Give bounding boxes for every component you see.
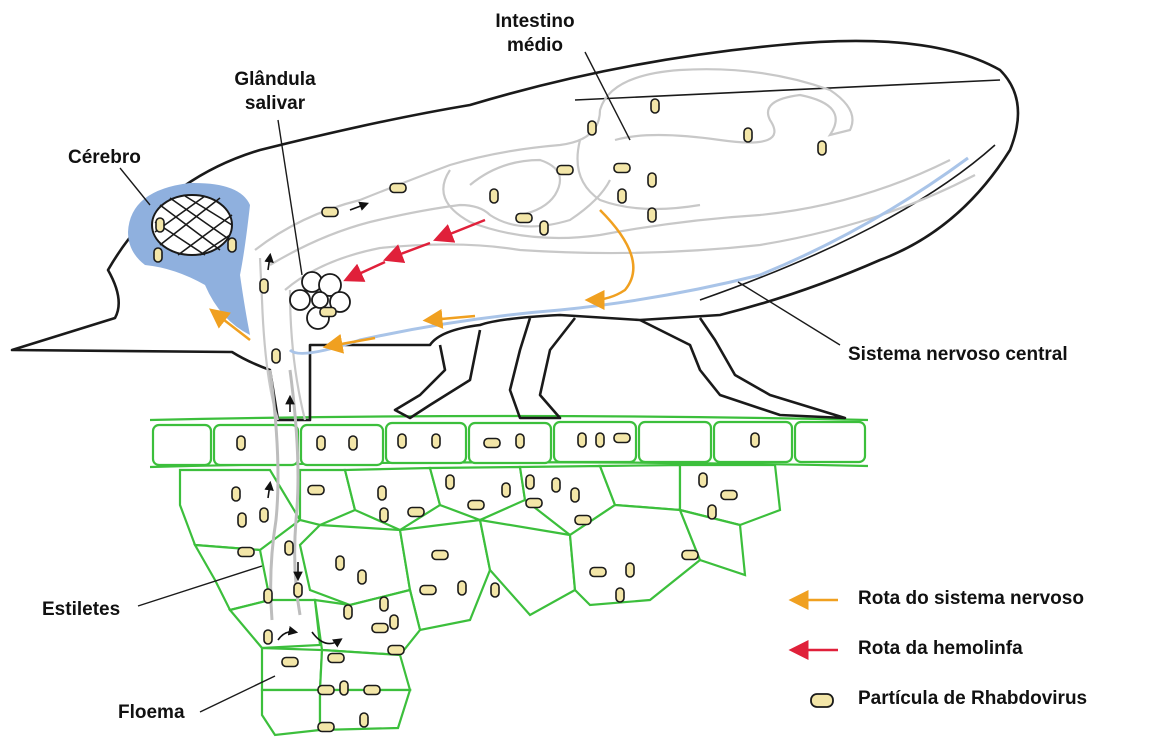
rhabdovirus-particle — [721, 491, 737, 500]
leg-hind — [640, 318, 845, 418]
rhabdovirus-particle — [285, 541, 293, 555]
rhabdovirus-particle — [390, 184, 406, 193]
rhabdovirus-particle — [308, 486, 324, 495]
rhabdovirus-particle — [390, 615, 398, 629]
rhabdovirus-particle — [328, 654, 344, 663]
rhabdovirus-particle — [616, 588, 624, 602]
rhabdovirus-particle — [491, 583, 499, 597]
rhabdovirus-particle — [320, 308, 336, 317]
rhabdovirus-particle — [626, 563, 634, 577]
rhabdovirus-particle — [751, 433, 759, 447]
rhabdovirus-particle — [408, 508, 424, 517]
rhabdovirus-particle — [571, 488, 579, 502]
label-glandula-salivar: Glândula salivar — [215, 68, 335, 116]
legend-particle-icon — [811, 694, 833, 707]
rhabdovirus-particle — [682, 551, 698, 560]
rhabdovirus-particle — [340, 681, 348, 695]
rhabdovirus-particle — [388, 646, 404, 655]
rhabdovirus-particle — [232, 487, 240, 501]
label-intestino-medio: Intestino médio — [480, 10, 590, 58]
rhabdovirus-particle — [708, 505, 716, 519]
rhabdovirus-particle — [557, 166, 573, 175]
rhabdovirus-particle — [282, 658, 298, 667]
rhabdovirus-particle — [432, 551, 448, 560]
label-intestino-line2: médio — [480, 34, 590, 58]
plant-tissue — [150, 416, 868, 735]
label-cerebro: Cérebro — [68, 146, 141, 170]
rhabdovirus-particle — [648, 173, 656, 187]
rhabdovirus-particle — [264, 630, 272, 644]
rhabdovirus-particle — [614, 434, 630, 443]
rhabdovirus-particle — [540, 221, 548, 235]
rhabdovirus-particle — [372, 624, 388, 633]
rhabdovirus-particle — [237, 436, 245, 450]
rhabdovirus-particle — [238, 548, 254, 557]
rhabdovirus-particle — [228, 238, 236, 252]
rhabdovirus-particle — [648, 208, 656, 222]
rhabdovirus-particle — [458, 581, 466, 595]
rhabdovirus-particle — [344, 605, 352, 619]
label-floema: Floema — [118, 701, 185, 725]
rhabdovirus-particle — [526, 499, 542, 508]
rhabdovirus-particle — [484, 439, 500, 448]
legend-symbols — [796, 600, 838, 707]
rhabdovirus-particle — [318, 723, 334, 732]
rhabdovirus-particle — [317, 436, 325, 450]
rhabdovirus-particle — [590, 568, 606, 577]
rhabdovirus-particle — [516, 214, 532, 223]
rhabdovirus-particle — [318, 686, 334, 695]
rhabdovirus-particle — [154, 248, 162, 262]
rhabdovirus-particle — [596, 433, 604, 447]
label-estiletes: Estiletes — [42, 598, 120, 622]
rhabdovirus-particle — [364, 686, 380, 695]
rhabdovirus-particle — [818, 141, 826, 155]
rhabdovirus-particle — [264, 589, 272, 603]
label-intestino-line1: Intestino — [480, 10, 590, 34]
rhabdovirus-particle — [490, 189, 498, 203]
rhabdovirus-particle — [420, 586, 436, 595]
wing-line-2 — [700, 145, 995, 300]
rhabdovirus-particle — [614, 164, 630, 173]
rhabdovirus-particle — [349, 436, 357, 450]
rhabdovirus-particle — [378, 486, 386, 500]
rhabdovirus-particle — [468, 501, 484, 510]
rhabdovirus-particle — [238, 513, 246, 527]
brain — [128, 183, 250, 335]
rhabdovirus-particle — [380, 508, 388, 522]
rhabdovirus-particle — [502, 483, 510, 497]
rhabdovirus-particle — [336, 556, 344, 570]
rhabdovirus-particle — [618, 189, 626, 203]
rhabdovirus-particle — [446, 475, 454, 489]
label-glandula-line1: Glândula — [215, 68, 335, 92]
rhabdovirus-particle — [272, 349, 280, 363]
rhabdovirus-particle — [526, 475, 534, 489]
rhabdovirus-particle — [294, 583, 302, 597]
rhabdovirus-particle — [516, 434, 524, 448]
rhabdovirus-particle — [360, 713, 368, 727]
rhabdovirus-particle — [380, 597, 388, 611]
label-glandula-line2: salivar — [215, 92, 335, 116]
leg-front — [395, 330, 480, 418]
legend-label-particle: Partícula de Rhabdovirus — [858, 688, 1087, 710]
rhabdovirus-particle — [744, 128, 752, 142]
rhabdovirus-particle — [322, 208, 338, 217]
rhabdovirus-particle — [699, 473, 707, 487]
rhabdovirus-particle — [398, 434, 406, 448]
legend-label-nervous: Rota do sistema nervoso — [858, 588, 1084, 610]
rhabdovirus-particle — [156, 218, 164, 232]
rhabdovirus-particle — [651, 99, 659, 113]
midgut — [255, 69, 975, 420]
rhabdovirus-particle — [588, 121, 596, 135]
rhabdovirus-particle — [578, 433, 586, 447]
rhabdovirus-particle — [260, 279, 268, 293]
label-sistema-nervoso: Sistema nervoso central — [848, 343, 1068, 367]
legend-label-hemolymph: Rota da hemolinfa — [858, 638, 1023, 660]
rhabdovirus-particle — [552, 478, 560, 492]
rhabdovirus-particle — [432, 434, 440, 448]
rhabdovirus-particle — [358, 570, 366, 584]
leader-lines — [120, 52, 840, 712]
rhabdovirus-particle — [260, 508, 268, 522]
rhabdovirus-particle — [575, 516, 591, 525]
leg-middle — [510, 318, 575, 418]
